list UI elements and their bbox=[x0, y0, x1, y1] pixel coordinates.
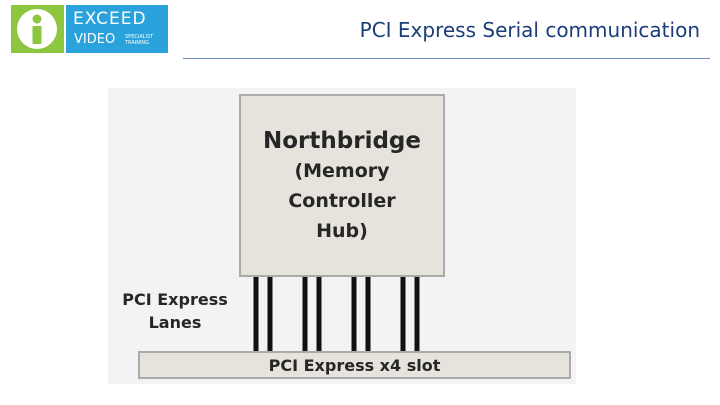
northbridge-text: Northbridge (Memory Controller Hub) bbox=[263, 126, 421, 246]
pci-express-diagram: Northbridge (Memory Controller Hub) PCI … bbox=[108, 88, 576, 384]
title-divider bbox=[183, 58, 710, 59]
northbridge-subtitle: (Memory Controller Hub) bbox=[288, 159, 396, 242]
lanes-label: PCI Express Lanes bbox=[122, 290, 228, 332]
logo-word-exceed: EXCEED bbox=[73, 9, 147, 29]
northbridge-title: Northbridge bbox=[263, 127, 421, 154]
slot-label: PCI Express x4 slot bbox=[268, 355, 441, 375]
pci-express-slot: PCI Express x4 slot bbox=[138, 351, 571, 379]
northbridge-box: Northbridge (Memory Controller Hub) bbox=[239, 94, 445, 277]
pci-express-lanes bbox=[253, 277, 420, 351]
logo-tagline: SPECIALIST TRAINING bbox=[125, 34, 154, 46]
logo-wordmark: EXCEED VIDEO SPECIALIST TRAINING bbox=[66, 5, 168, 53]
person-info-icon bbox=[11, 5, 64, 53]
slide-title: PCI Express Serial communication bbox=[359, 18, 700, 42]
logo: EXCEED VIDEO SPECIALIST TRAINING bbox=[11, 5, 168, 53]
logo-word-video: VIDEO bbox=[74, 32, 116, 47]
